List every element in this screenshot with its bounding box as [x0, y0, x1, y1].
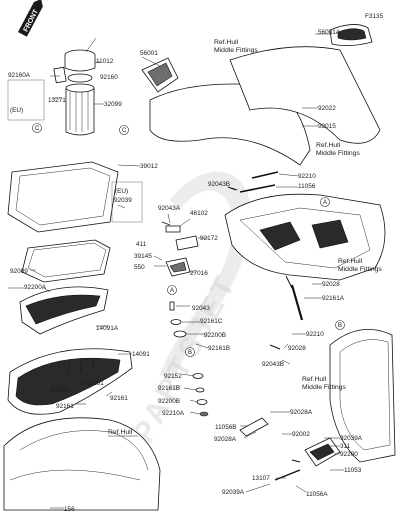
label-92210-mid: 92210 [306, 331, 324, 338]
eu-box [7, 79, 45, 121]
front-cover-14091 [7, 348, 133, 415]
storage-bucket: C [7, 123, 119, 233]
lower-hull-right: B [329, 320, 396, 463]
label-92161-2: 92161 [50, 387, 68, 394]
label-92160: 92160 [100, 74, 118, 81]
label-92022: 92022 [318, 105, 336, 112]
label-14091a: 14091A [96, 325, 119, 332]
label-92160a: 92160A [8, 72, 31, 79]
label-92161c: 92161C [200, 318, 223, 325]
label-92015: 92015 [318, 123, 336, 130]
label-39012: 39012 [140, 163, 158, 170]
label-13107: 13107 [252, 475, 270, 482]
label-92161-4: 92161 [110, 395, 128, 402]
gasket [21, 239, 111, 283]
label-156: 156 [64, 506, 75, 513]
label-56001: 56001 [140, 50, 158, 57]
label-92161-1: 92161 [86, 380, 104, 387]
front-direction-badge: FRONT [18, 0, 43, 37]
label-92039a-2: 92039A [222, 489, 245, 496]
callout-c-1: C [122, 128, 127, 134]
label-92043b-mid: 92043B [262, 361, 284, 368]
label-92039: 92039 [114, 197, 132, 204]
ref-hull-middle-fittings-1: Ref.Hull Middle Fittings [214, 39, 258, 54]
label-92200b: 92200B [204, 332, 226, 339]
watermark-text: PARTSJET [127, 268, 244, 448]
label-311: 311 [340, 443, 351, 450]
label-32099: 32099 [104, 101, 122, 108]
gas-spring [269, 275, 304, 350]
label-56001a: 56001A [318, 29, 341, 36]
label-92161a: 92161A [322, 295, 345, 302]
label-92161b: 92161B [208, 345, 230, 352]
label-92009: 92009 [10, 268, 28, 275]
label-92028a-2: 92028A [214, 436, 237, 443]
ref-hull-middle-fittings-4: Ref.Hull Middle Fittings [302, 376, 346, 391]
label-92028-r: 92028 [322, 281, 340, 288]
ref-hull-middle-fittings-2: Ref.Hull Middle Fittings [316, 142, 360, 157]
label-92043: 92043 [192, 305, 210, 312]
lower-hull-156 [3, 417, 161, 511]
label-92043a: 92043A [158, 205, 181, 212]
label-411: 411 [136, 241, 147, 248]
part-labels: 56001A 56001 11012 92160A 92160 13271 32… [8, 29, 363, 513]
figure-code: F3135 [365, 13, 384, 20]
label-92043b-top: 92043B [208, 181, 230, 188]
label-13271: 13271 [48, 97, 66, 104]
label-92028a-1: 92028A [290, 409, 313, 416]
leader-lines [8, 33, 344, 509]
label-92002: 92002 [292, 431, 310, 438]
fastener-stack: A B [167, 285, 209, 417]
bracket-92043a [161, 221, 181, 233]
rod-11056 [227, 171, 279, 193]
label-46102: 46102 [190, 210, 208, 217]
label-11056: 11056 [298, 183, 316, 190]
label-14091: 14091 [132, 351, 150, 358]
ref-hull-middle-fittings-3: Ref.Hull Middle Fittings [338, 258, 382, 273]
callout-c-2: C [35, 126, 40, 132]
label-11056b: 11056B [215, 424, 237, 431]
eu-tag-2: (EU) [115, 188, 128, 195]
callout-b-1: B [188, 350, 192, 356]
label-11053: 11053 [344, 467, 362, 474]
label-27016: 27016 [190, 270, 208, 277]
storage-cap-assembly: C [53, 49, 129, 136]
label-92200a: 92200A [24, 284, 47, 291]
latch-assembly [239, 417, 341, 481]
label-92161-3: 92161 [56, 403, 74, 410]
callout-a-1: A [323, 200, 327, 206]
label-92161b-2: 92161B [158, 385, 180, 392]
hull-mid-fittings: A [224, 193, 386, 281]
callout-a-2: A [170, 288, 174, 294]
label-92210a: 92210A [162, 410, 185, 417]
label-550: 550 [134, 264, 145, 271]
label-92152: 92152 [164, 373, 182, 380]
label-39145: 39145 [134, 253, 152, 260]
upper-deck-cover [141, 24, 381, 166]
callout-b-2: B [338, 323, 342, 329]
label-92172: 92172 [200, 235, 218, 242]
bracket-92172 [165, 235, 199, 277]
label-92028-mid: 92028 [288, 345, 306, 352]
front-cover-14091a [19, 286, 109, 335]
reference-notes: Ref.Hull Middle Fittings Ref.Hull Middle… [108, 39, 382, 437]
eu-tag: (EU) [10, 107, 23, 114]
label-11012: 11012 [96, 58, 114, 65]
label-92039a: 92039A [340, 435, 363, 442]
label-92210-top: 92210 [298, 173, 316, 180]
label-92200b-2: 92200B [158, 398, 180, 405]
label-11056a: 11056A [306, 491, 328, 498]
eu-box-2 [111, 181, 143, 223]
label-92200: 92200 [340, 451, 358, 458]
ref-hull: Ref.Hull [108, 429, 133, 436]
